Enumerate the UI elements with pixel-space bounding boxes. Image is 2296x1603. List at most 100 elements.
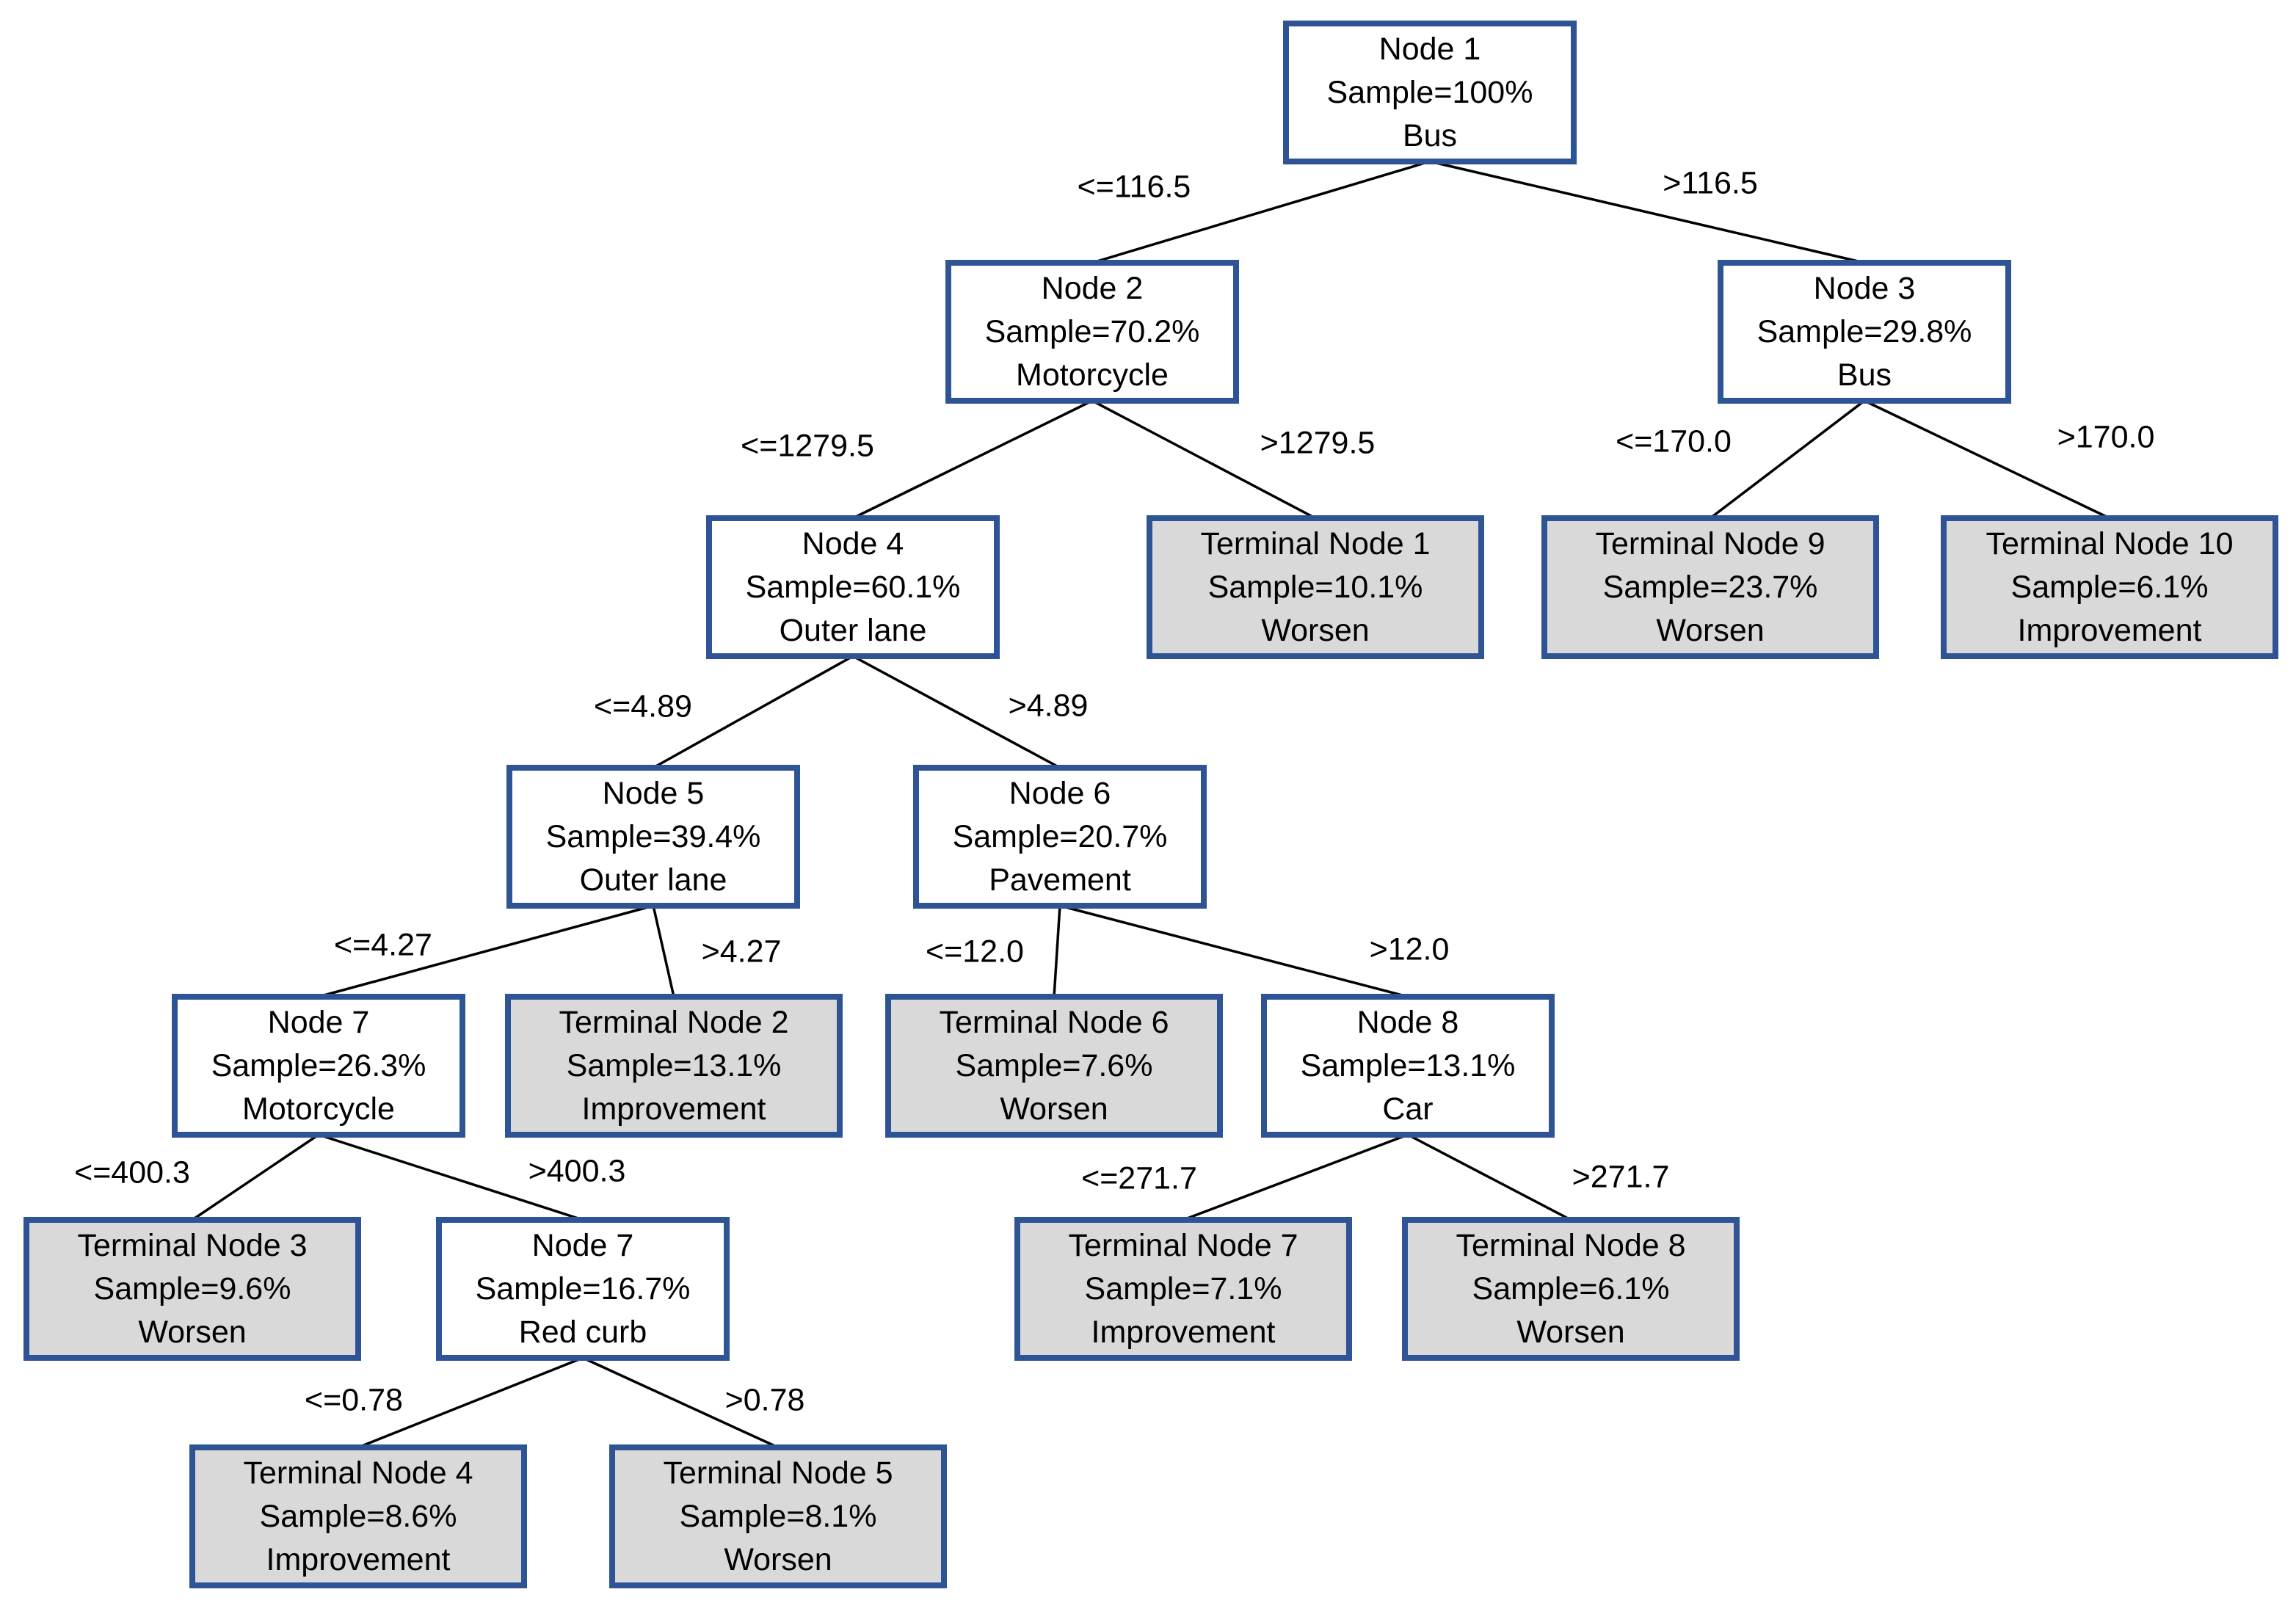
edge-line (318, 904, 654, 998)
node-sample-percentage: Sample=29.8% (1756, 313, 1972, 349)
node-title: Terminal Node 1 (1200, 526, 1431, 561)
edge-condition-label: <=4.89 (594, 688, 692, 724)
node-sample-percentage: Sample=6.1% (2010, 569, 2209, 605)
node-sample-percentage: Sample=39.4% (545, 818, 761, 854)
edge-condition-label: >0.78 (724, 1382, 805, 1418)
edge-line (1053, 905, 1061, 997)
node-title: Terminal Node 10 (1986, 526, 2234, 561)
node-title: Node 5 (602, 775, 705, 811)
node-title: Node 6 (1009, 775, 1111, 811)
node-sample-percentage: Sample=7.1% (1084, 1271, 1282, 1306)
edge-line (652, 905, 675, 997)
edge-line (1429, 160, 1865, 264)
node-title: Terminal Node 3 (77, 1227, 308, 1263)
node-title: Node 3 (1813, 270, 1916, 306)
node-sample-percentage: Sample=13.1% (1300, 1047, 1516, 1083)
edge-line (582, 1356, 779, 1449)
node-title: Node 1 (1378, 31, 1481, 67)
edge-condition-label: <=271.7 (1081, 1160, 1197, 1196)
edge-line (653, 655, 854, 769)
decision-node-box: Node 1 Sample=100% Bus (1283, 21, 1577, 164)
node-predicted-class: Improvement (581, 1091, 766, 1127)
decision-node-box: Node 8 Sample=13.1% Car (1261, 994, 1555, 1138)
node-predicted-class: Worsen (1261, 612, 1370, 648)
terminal-node-box: Terminal Node 10 Sample=6.1% Improvement (1941, 515, 2278, 659)
node-title: Terminal Node 8 (1456, 1227, 1686, 1263)
node-predicted-class: Improvement (266, 1541, 451, 1577)
node-sample-percentage: Sample=7.6% (955, 1047, 1153, 1083)
decision-node-box: Node 5 Sample=39.4% Outer lane (506, 765, 800, 909)
edge-line (1182, 1133, 1409, 1221)
node-title: Node 4 (802, 526, 904, 561)
node-predicted-class: Bus (1837, 357, 1892, 393)
edge-line (318, 1133, 584, 1221)
edge-condition-label: >116.5 (1663, 165, 1758, 201)
node-predicted-class: Red curb (518, 1314, 647, 1350)
edge-condition-label: <=12.0 (926, 934, 1024, 970)
decision-node-box: Node 6 Sample=20.7% Pavement (913, 765, 1207, 909)
node-sample-percentage: Sample=6.1% (1472, 1271, 1670, 1306)
node-title: Terminal Node 4 (243, 1455, 473, 1491)
node-title: Node 8 (1356, 1004, 1459, 1040)
edge-line (1709, 399, 1866, 520)
edge-line (1059, 904, 1409, 998)
node-predicted-class: Improvement (2017, 612, 2202, 648)
edge-line (852, 399, 1093, 520)
node-title: Node 7 (267, 1004, 370, 1040)
edge-condition-label: >1279.5 (1260, 425, 1376, 461)
decision-node-box: Node 3 Sample=29.8% Bus (1718, 260, 2011, 404)
node-sample-percentage: Sample=26.3% (211, 1047, 426, 1083)
node-predicted-class: Car (1382, 1091, 1434, 1127)
node-predicted-class: Worsen (1656, 612, 1765, 648)
edge-line (1091, 399, 1316, 520)
node-predicted-class: Bus (1402, 117, 1458, 153)
terminal-node-box: Terminal Node 7 Sample=7.1% Improvement (1014, 1217, 1352, 1361)
decision-node-box: Node 4 Sample=60.1% Outer lane (706, 515, 1000, 659)
node-title: Node 2 (1041, 270, 1144, 306)
edge-condition-label: >400.3 (528, 1153, 626, 1189)
edge-condition-label: >4.27 (701, 934, 782, 970)
decision-node-box: Node 2 Sample=70.2% Motorcycle (945, 260, 1239, 404)
node-sample-percentage: Sample=8.6% (259, 1498, 457, 1534)
edge-condition-label: <=400.3 (74, 1155, 190, 1191)
edge-line (1864, 399, 2110, 520)
edge-line (852, 655, 1061, 769)
node-predicted-class: Worsen (1000, 1091, 1108, 1127)
node-sample-percentage: Sample=70.2% (984, 313, 1200, 349)
node-title: Terminal Node 7 (1068, 1227, 1298, 1263)
node-sample-percentage: Sample=20.7% (952, 818, 1168, 854)
node-predicted-class: Pavement (989, 862, 1131, 898)
node-title: Terminal Node 2 (559, 1004, 789, 1040)
edge-line (1407, 1133, 1572, 1221)
node-title: Terminal Node 6 (939, 1004, 1169, 1040)
edge-line (192, 1133, 319, 1221)
node-sample-percentage: Sample=23.7% (1602, 569, 1818, 605)
edge-condition-label: <=1279.5 (741, 428, 874, 464)
node-sample-percentage: Sample=100% (1326, 74, 1533, 110)
terminal-node-box: Terminal Node 4 Sample=8.6% Improvement (189, 1444, 527, 1588)
node-sample-percentage: Sample=16.7% (475, 1271, 691, 1306)
edge-line (1091, 160, 1431, 264)
node-predicted-class: Improvement (1091, 1314, 1276, 1350)
node-sample-percentage: Sample=60.1% (745, 569, 961, 605)
edge-condition-label: >170.0 (2057, 419, 2155, 455)
node-predicted-class: Motorcycle (1016, 357, 1169, 393)
edge-condition-label: <=170.0 (1616, 424, 1732, 459)
node-title: Terminal Node 5 (663, 1455, 893, 1491)
edge-condition-label: <=0.78 (305, 1382, 403, 1418)
node-predicted-class: Outer lane (579, 862, 727, 898)
edge-condition-label: <=4.27 (334, 927, 432, 963)
node-predicted-class: Outer lane (779, 612, 927, 648)
edge-condition-label: >4.89 (1008, 688, 1089, 724)
terminal-node-box: Terminal Node 6 Sample=7.6% Worsen (885, 994, 1223, 1138)
